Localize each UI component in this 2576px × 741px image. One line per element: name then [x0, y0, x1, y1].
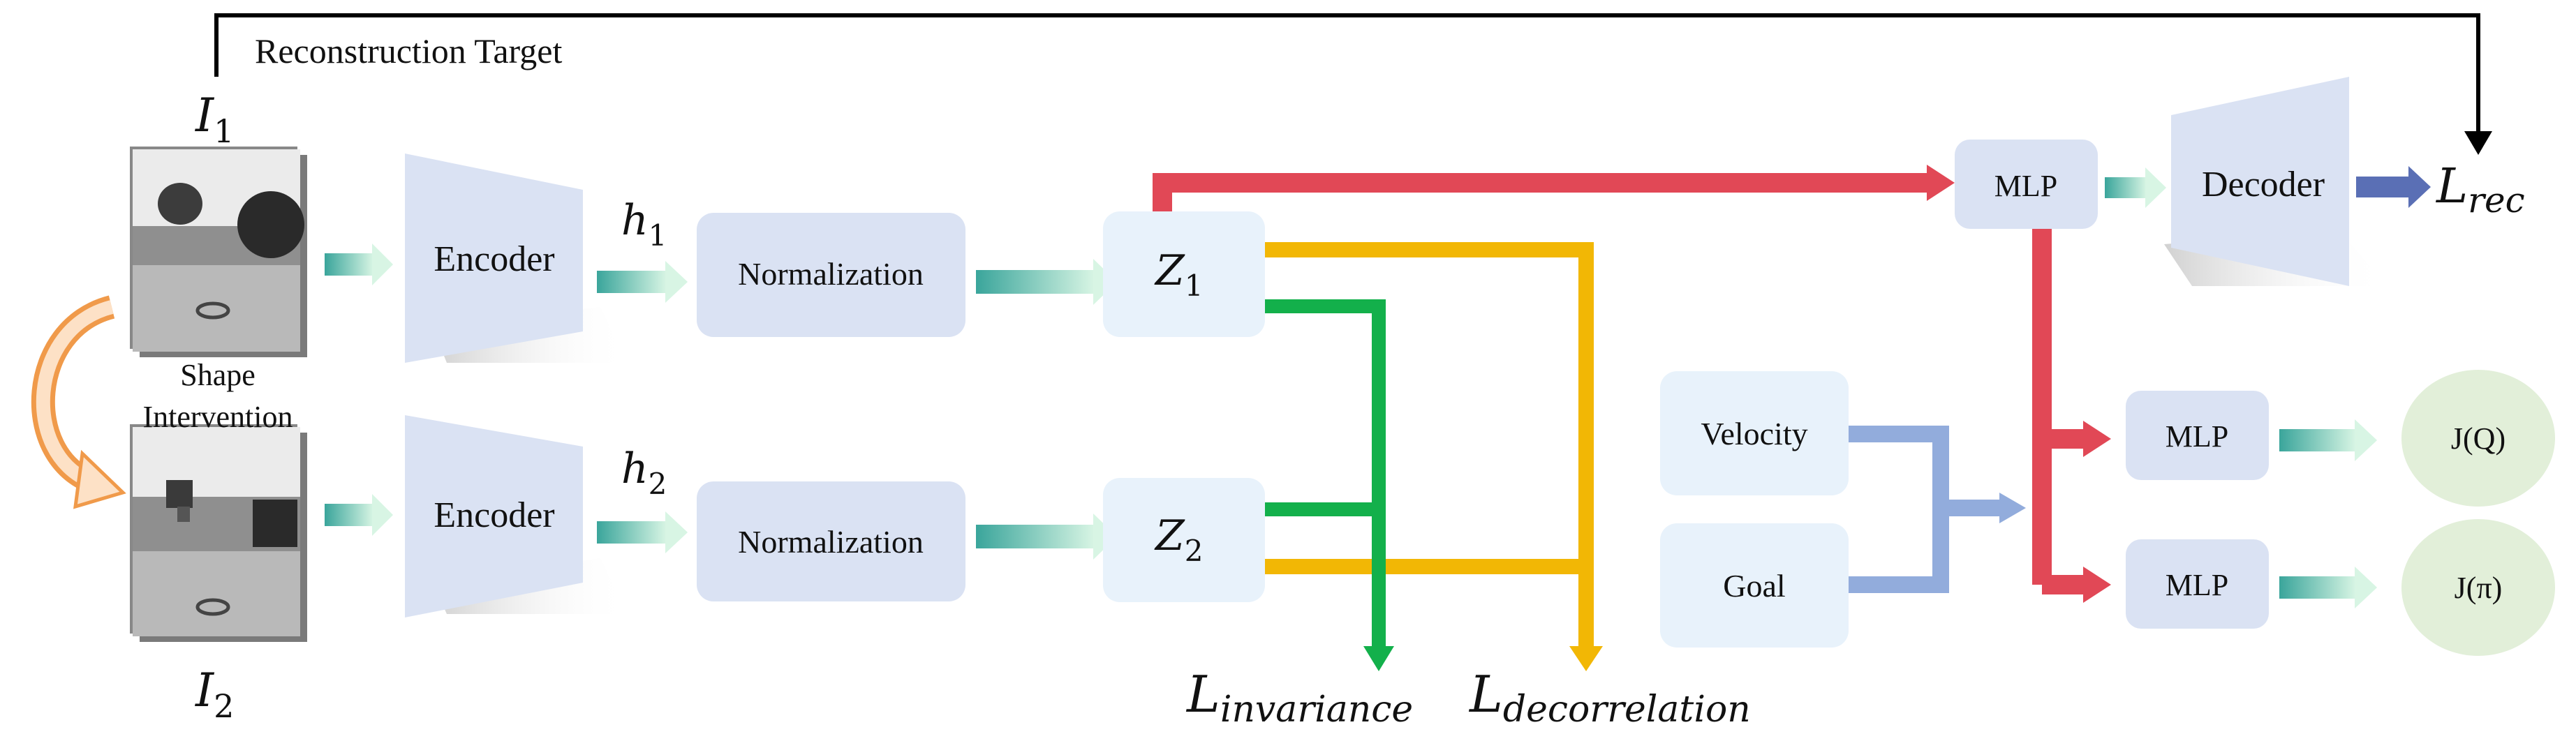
- decoder-label: Decoder: [2202, 165, 2325, 204]
- output-pi-label: J(π): [2455, 571, 2503, 605]
- encoder-bottom: [405, 415, 583, 618]
- encoder-top: [405, 154, 583, 363]
- mlp-top-label: MLP: [1994, 169, 2057, 203]
- red-path-z1-to-mlp: [1153, 165, 1955, 213]
- h-bottom-label: h2: [621, 444, 667, 501]
- arrow-encoder-top-to-norm: [597, 261, 688, 303]
- yellow-path-decorrelation: [1262, 242, 1603, 671]
- z1-box: [1103, 211, 1265, 337]
- goal-box: [1660, 523, 1849, 648]
- loss-decorrelation-label: Ldecorrelation: [1468, 665, 1751, 731]
- arrow-mlp-q-to-output: [2279, 419, 2377, 461]
- encoder-bottom-label: Encoder: [434, 495, 554, 535]
- goal-label: Goal: [1723, 568, 1785, 604]
- output-pi-node: [2401, 519, 2555, 656]
- encoder-top-label: Encoder: [434, 239, 554, 279]
- arrow-encoder-bottom-to-norm: [597, 511, 688, 553]
- shape-intervention-label-line1: Shape: [180, 358, 256, 392]
- mlp-q-box: [2126, 391, 2269, 480]
- output-q-node: [2401, 370, 2555, 507]
- normalization-bottom-label: Normalization: [738, 524, 924, 560]
- mlp-q-label: MLP: [2166, 419, 2228, 454]
- shape-intervention-label-line2: Intervention: [142, 400, 293, 434]
- arrow-mlp-pi-to-output: [2279, 567, 2377, 608]
- input-image-top: [130, 147, 307, 357]
- velocity-label: Velocity: [1701, 416, 1807, 451]
- input-image-bottom: [130, 424, 307, 642]
- image-bottom-label: I2: [195, 664, 234, 725]
- arrow-image-bottom-to-encoder: [325, 494, 393, 536]
- mlp-top-box: [1955, 140, 2098, 229]
- output-q-label: J(Q): [2451, 421, 2505, 456]
- h-top-label: h1: [621, 196, 667, 253]
- arrow-norm-top-to-z1: [976, 259, 1117, 305]
- normalization-bottom-box: [697, 481, 965, 601]
- arrow-image-top-to-encoder: [325, 244, 393, 285]
- reconstruction-target-label: Reconstruction Target: [255, 31, 562, 70]
- reconstruction-target-connector: [214, 13, 2492, 155]
- red-path-mlp-to-heads: [2032, 223, 2111, 603]
- loss-invariance-label: Linvariance: [1185, 665, 1413, 731]
- velocity-box: [1660, 371, 1849, 495]
- green-path-invariance: [1262, 299, 1394, 671]
- flow-arrows: [325, 167, 2377, 608]
- loss-rec-label: Lrec: [2435, 159, 2525, 220]
- shape-intervention-arrow: [31, 295, 126, 509]
- arrow-norm-bottom-to-z2: [976, 514, 1117, 560]
- decoder: [2171, 77, 2349, 286]
- arrow-mlp-to-decoder: [2105, 167, 2166, 208]
- mlp-pi-label: MLP: [2166, 568, 2228, 602]
- mlp-pi-box: [2126, 539, 2269, 629]
- z2-box: [1103, 478, 1265, 602]
- normalization-top-label: Normalization: [738, 256, 924, 292]
- normalization-top-box: [697, 213, 965, 337]
- arrow-decoder-to-loss: [2356, 166, 2431, 208]
- blue-path-velocity-goal: [1849, 426, 2026, 593]
- z2-label: Z2: [1154, 511, 1203, 568]
- image-top-label: I1: [195, 89, 234, 150]
- z1-label: Z1: [1154, 246, 1203, 303]
